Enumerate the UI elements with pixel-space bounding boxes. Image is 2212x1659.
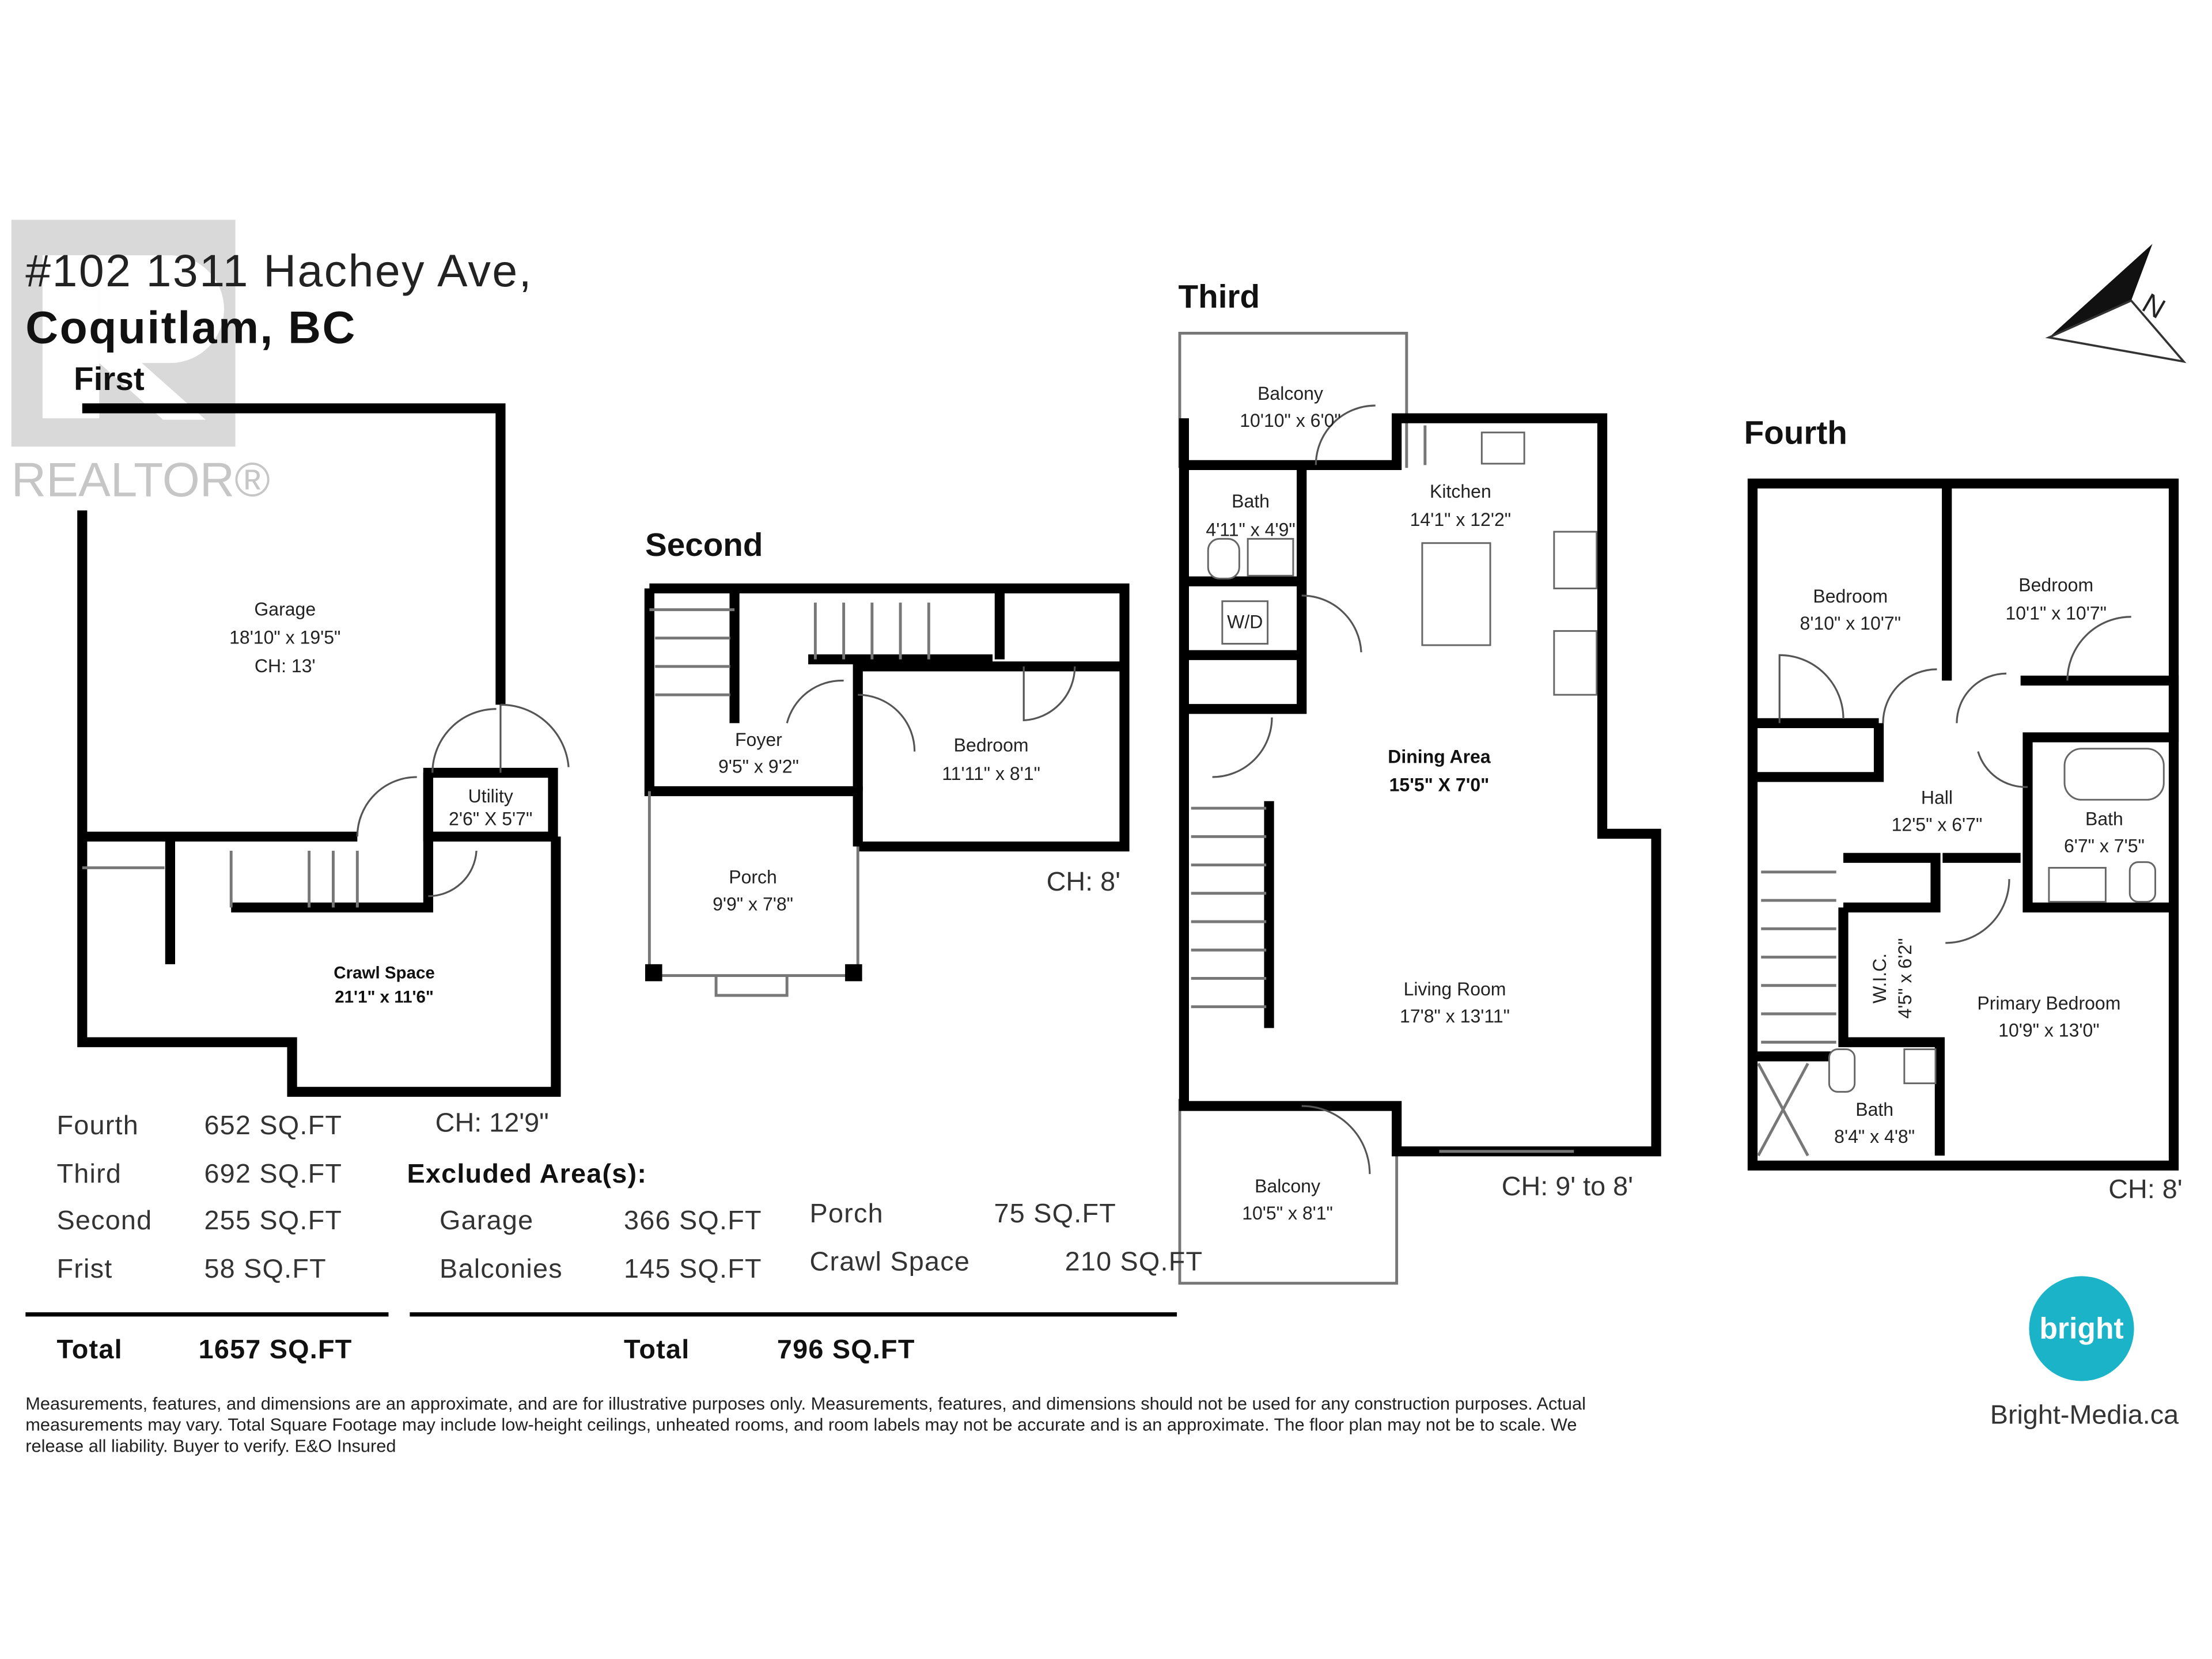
room-crawl-space-dims: 21'1" x 11'6" <box>335 987 434 1006</box>
logo-text: bright <box>2039 1312 2123 1345</box>
room-bedroom-1: Bedroom <box>1813 586 1888 607</box>
area-label-first: Frist <box>56 1253 112 1283</box>
excluded-total-label: Total <box>624 1334 690 1364</box>
ceiling-height-first: CH: 12'9" <box>435 1107 549 1137</box>
excluded-value-balconies: 145 SQ.FT <box>624 1253 762 1283</box>
room-porch-dims: 9'9" x 7'8" <box>713 893 793 914</box>
room-bedroom-1-dims: 8'10" x 10'7" <box>1800 613 1902 634</box>
room-washer-dryer: W/D <box>1227 611 1263 632</box>
fourth-floor-plan: Fourth Bedroom 8'10" x 10'7" Bedroom 10'… <box>1744 414 2183 1204</box>
room-bath-third-dims: 4'11" x 4'9" <box>1206 519 1295 540</box>
floor-title-second: Second <box>645 527 763 563</box>
area-value-fourth: 652 SQ.FT <box>204 1110 342 1140</box>
area-label-third: Third <box>56 1158 122 1188</box>
room-garage-dims: 18'10" x 19'5" <box>229 627 340 648</box>
excluded-total-value: 796 SQ.FT <box>777 1334 915 1364</box>
excluded-label-porch: Porch <box>810 1198 884 1228</box>
room-balcony-lower: Balcony <box>1255 1176 1320 1196</box>
room-balcony-upper-dims: 10'10" x 6'0" <box>1240 410 1341 431</box>
room-bedroom-dims: 11'11" x 8'1" <box>942 763 1040 784</box>
area-summary: Fourth 652 SQ.FT Third 692 SQ.FT Second … <box>25 1110 1203 1364</box>
address-line-1: #102 1311 Hachey Ave, <box>25 245 533 296</box>
ceiling-height-third: CH: 9' to 8' <box>1502 1171 1633 1201</box>
realtor-watermark: REALTOR® <box>12 219 270 507</box>
second-floor-plan: Second Foyer 9'5" x 9'2" Bedroom 11'11" … <box>644 527 1130 997</box>
room-bath-upper-dims: 6'7" x 7'5" <box>2064 835 2145 856</box>
room-hall-dims: 12'5" x 6'7" <box>1892 814 1983 835</box>
room-primary-bedroom: Primary Bedroom <box>1977 993 2120 1014</box>
room-kitchen-dims: 14'1" x 12'2" <box>1410 509 1512 530</box>
room-utility-dims: 2'6" X 5'7" <box>449 809 532 830</box>
north-compass-icon: N <box>2045 244 2187 363</box>
room-bath-ensuite-dims: 8'4" x 4'8" <box>1834 1126 1915 1147</box>
room-balcony-lower-dims: 10'5" x 8'1" <box>1242 1203 1333 1224</box>
room-living-room-dims: 17'8" x 13'11" <box>1400 1006 1510 1027</box>
bright-media-logo: bright <box>2029 1276 2134 1381</box>
included-total-label: Total <box>56 1334 122 1364</box>
floor-title-first: First <box>74 361 145 397</box>
excluded-label-garage: Garage <box>440 1205 533 1235</box>
address-line-2: Coquitlam, BC <box>25 302 356 353</box>
area-label-second: Second <box>56 1205 152 1235</box>
room-bedroom: Bedroom <box>954 735 1029 756</box>
excluded-value-crawl-space: 210 SQ.FT <box>1065 1247 1203 1277</box>
room-bedroom-2-dims: 10'1" x 10'7" <box>2005 603 2107 624</box>
realtor-text: REALTOR® <box>12 453 270 507</box>
room-bedroom-2: Bedroom <box>2018 574 2093 595</box>
area-label-fourth: Fourth <box>56 1110 138 1140</box>
excluded-value-porch: 75 SQ.FT <box>994 1198 1116 1228</box>
room-balcony-upper: Balcony <box>1257 383 1323 404</box>
excluded-label-crawl-space: Crawl Space <box>810 1247 971 1277</box>
room-foyer: Foyer <box>735 729 782 750</box>
ceiling-height-fourth: CH: 8' <box>2108 1174 2182 1204</box>
room-crawl-space: Crawl Space <box>334 963 435 982</box>
room-walk-in-closet-dims: 4'5" x 6'2" <box>1895 938 1915 1019</box>
excluded-areas-title: Excluded Area(s): <box>407 1158 647 1188</box>
disclaimer-line-2: measurements may vary. Total Square Foot… <box>25 1415 1577 1435</box>
room-bath-third: Bath <box>1232 491 1270 512</box>
room-bath-ensuite: Bath <box>1855 1099 1893 1120</box>
room-dining-area-dims: 15'5" X 7'0" <box>1389 775 1490 796</box>
included-total-value: 1657 SQ.FT <box>199 1334 353 1364</box>
room-hall: Hall <box>1921 787 1953 808</box>
area-value-third: 692 SQ.FT <box>204 1158 342 1188</box>
floor-title-fourth: Fourth <box>1744 414 1847 450</box>
disclaimer-line-3: release all liability. Buyer to verify. … <box>25 1436 396 1456</box>
third-floor-plan: Third Balcony 10'10" x 6'0" Kitchen 14'1… <box>1179 278 1661 1285</box>
room-walk-in-closet: W.I.C. <box>1869 953 1890 1003</box>
room-porch: Porch <box>729 867 777 888</box>
excluded-label-balconies: Balconies <box>440 1253 563 1283</box>
room-bath-upper: Bath <box>2085 809 2123 830</box>
area-value-first: 58 SQ.FT <box>204 1253 326 1283</box>
room-primary-bedroom-dims: 10'9" x 13'0" <box>1998 1020 2100 1040</box>
floor-title-third: Third <box>1179 278 1260 315</box>
room-utility: Utility <box>468 786 513 806</box>
website-link[interactable]: Bright-Media.ca <box>1990 1399 2179 1429</box>
room-living-room: Living Room <box>1404 979 1506 999</box>
first-floor-plan: First Garage 18'10" x 19'5" CH: 13' Util… <box>74 361 570 1137</box>
disclaimer-line-1: Measurements, features, and dimensions a… <box>25 1393 1586 1414</box>
excluded-value-garage: 366 SQ.FT <box>624 1205 762 1235</box>
room-dining-area: Dining Area <box>1388 746 1491 767</box>
room-garage-ceiling: CH: 13' <box>255 656 316 676</box>
area-value-second: 255 SQ.FT <box>204 1205 342 1235</box>
ceiling-height-second: CH: 8' <box>1047 866 1120 896</box>
room-garage: Garage <box>254 599 316 619</box>
room-foyer-dims: 9'5" x 9'2" <box>718 756 799 777</box>
room-kitchen: Kitchen <box>1430 481 1491 502</box>
